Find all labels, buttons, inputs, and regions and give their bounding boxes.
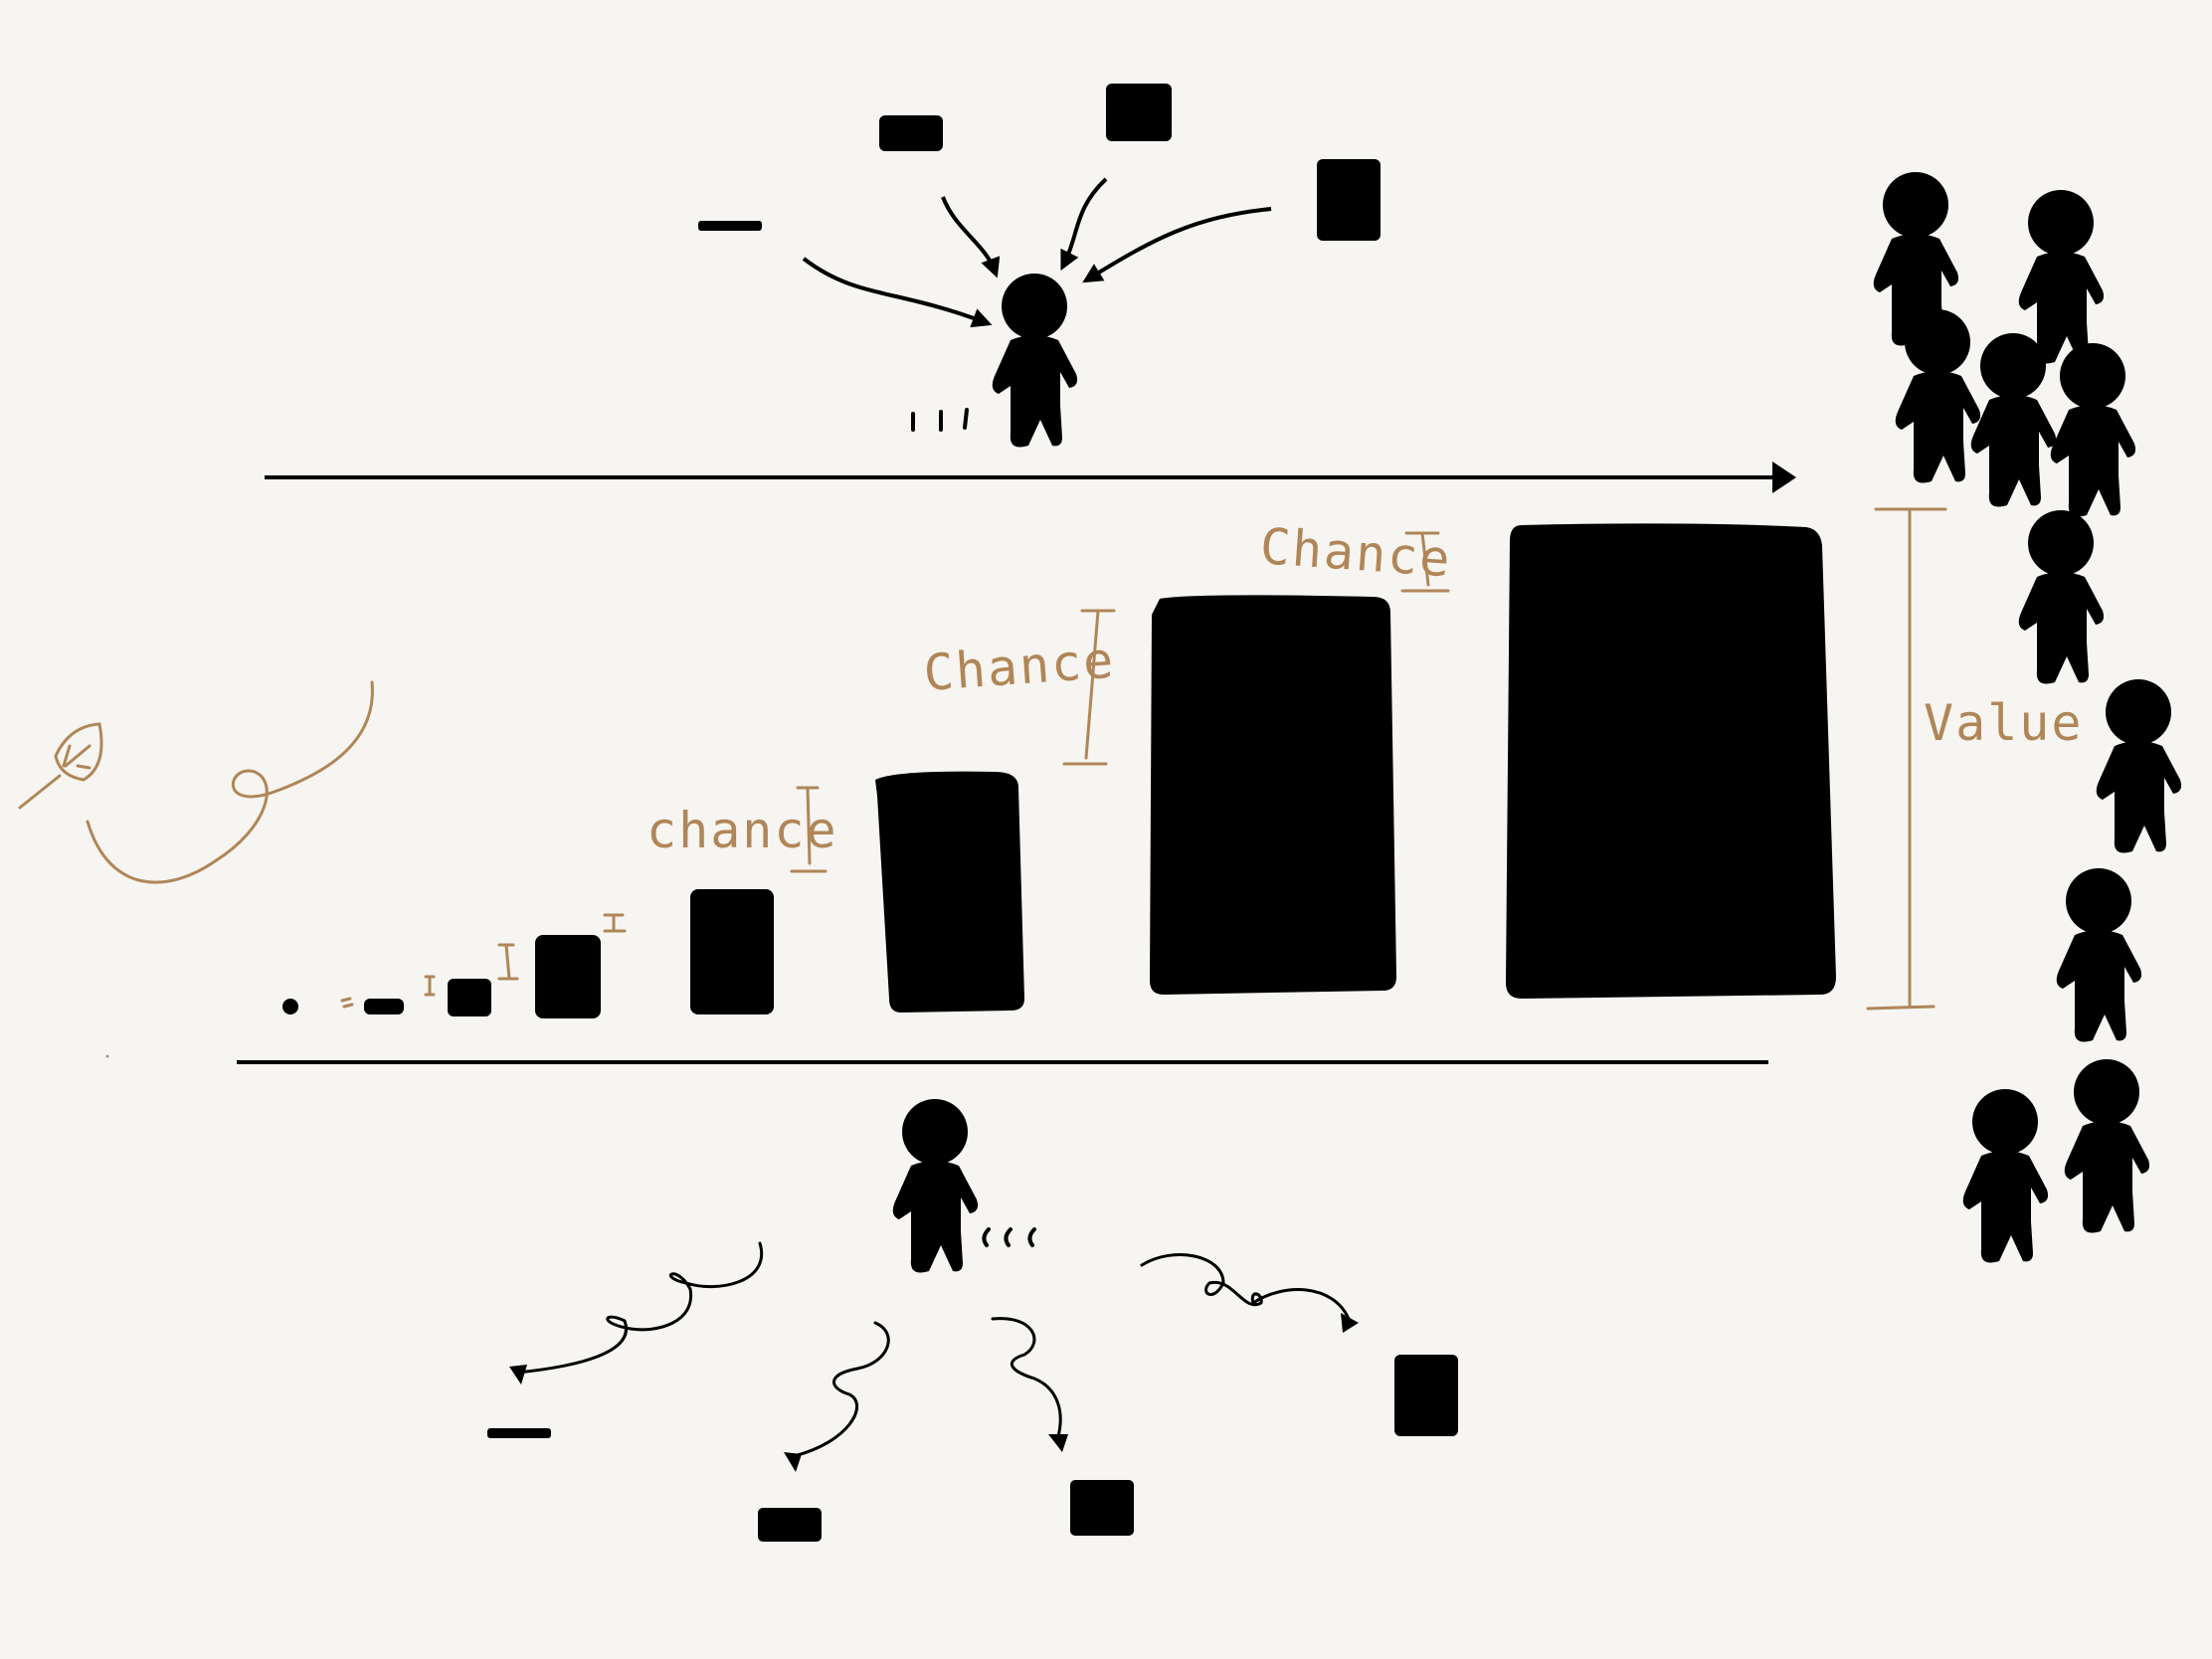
curly-arrow [1140,1253,1351,1321]
block-icon [1106,84,1172,141]
block-icon [1506,523,1836,999]
value-label: Value [1924,694,2084,752]
person-icon [2018,190,2105,364]
block-icon [1070,1480,1134,1536]
block-icon [875,771,1024,1013]
interval-bracket [603,913,627,933]
chance-label-large: Chance [1258,517,1453,588]
block-icon [690,889,774,1014]
block-icon [1150,595,1396,995]
tick-mark [340,997,354,1009]
arrowhead-icon [1048,1434,1068,1452]
axis-lines [237,461,1796,1064]
person-icon [1970,333,2057,507]
curly-arrow [792,1321,890,1458]
chance-label-small: chance [646,802,838,859]
bottom-section [487,1099,1458,1542]
person-icon [2050,343,2136,517]
motion-marks [911,408,969,432]
block-icon [448,979,491,1016]
speck [105,1054,109,1058]
person-icon [992,274,1078,448]
block-icon [1394,1355,1458,1436]
arrowhead-icon [1341,1313,1359,1333]
top-section [698,84,1381,448]
person-icon [1895,309,1981,483]
interval-bracket [1400,531,1450,593]
arrow-icon [1082,207,1272,283]
arrowhead-icon [509,1365,527,1384]
person-icon [2096,679,2182,853]
motion-marks [982,1227,1036,1247]
person-icon [892,1099,979,1273]
tick-mark [424,975,436,997]
block-icon [758,1508,822,1542]
leaf-icon [18,722,103,810]
arrowhead-icon [784,1452,802,1472]
interval-bracket [790,786,828,873]
person-icon [2064,1059,2150,1233]
block-icon [487,1428,551,1438]
interval-bracket [1062,609,1116,766]
curly-arrow [515,1241,764,1375]
block-icon [1317,159,1381,241]
growing-blocks [282,523,1836,1018]
block-icon [364,999,404,1014]
chance-annotations [340,507,1947,1011]
drift-path [86,680,374,884]
person-icon [1962,1089,2049,1263]
value-bracket [1866,507,1947,1011]
arrow-icon [802,257,993,328]
person-icon [2018,510,2105,684]
curly-arrow [991,1317,1062,1438]
interval-bracket [497,943,519,981]
leaf-drift [18,680,374,884]
chance-label-medium: Chance [922,632,1117,702]
block-icon [698,221,762,231]
block-icon [282,999,298,1014]
arrow-icon [941,196,1001,278]
person-icon [2056,868,2142,1042]
arrowhead-icon [1772,461,1796,493]
block-icon [535,935,601,1018]
arrow-icon [1060,177,1108,272]
block-icon [879,115,943,151]
